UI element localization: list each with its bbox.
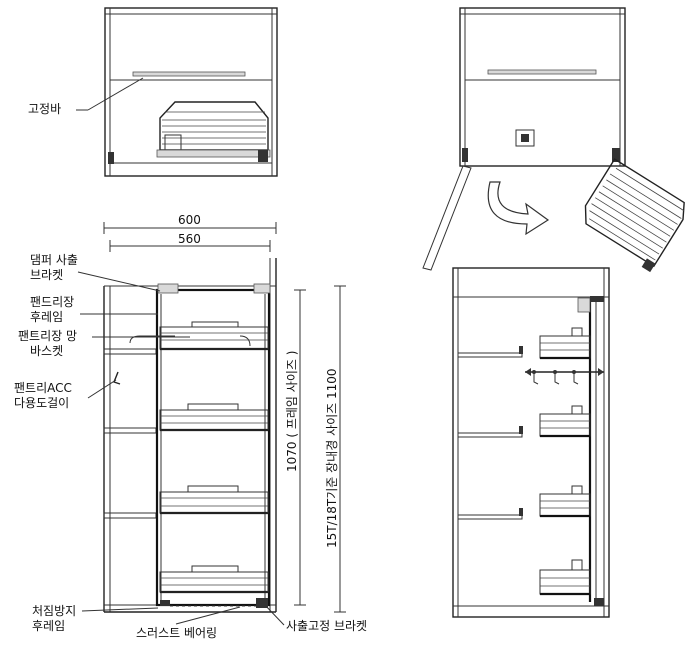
upper-basket bbox=[156, 101, 271, 162]
dim-width-outer: 600 bbox=[178, 213, 201, 227]
width-dimensions: 600 560 bbox=[103, 213, 277, 252]
acc-hook-rail bbox=[525, 368, 604, 385]
basket-2 bbox=[159, 403, 269, 432]
upper-cabinet-front-view bbox=[104, 7, 278, 177]
label-sag-frame-2: 후레임 bbox=[32, 619, 65, 633]
label-pantry-frame-2: 후레임 bbox=[30, 310, 63, 324]
basket-1 bbox=[129, 321, 269, 351]
label-pantry-basket-2: 바스켓 bbox=[30, 344, 63, 358]
label-damper-bracket-2: 브라켓 bbox=[30, 268, 63, 282]
label-acc-hook-1: 팬트리ACC bbox=[14, 381, 72, 395]
label-sag-frame-1: 처짐방지 bbox=[32, 604, 76, 618]
dim-frame-height: 1070 ( 프레임 사이즈 ) bbox=[285, 351, 299, 472]
label-acc-hook-2: 다용도걸이 bbox=[14, 396, 69, 410]
label-thrust-bearing: 스러스트 베어링 bbox=[136, 626, 217, 640]
upper-cabinet-open-view bbox=[422, 7, 685, 273]
pantry-side-view bbox=[452, 267, 610, 618]
side-basket-1 bbox=[539, 327, 591, 360]
label-pantry-basket-1: 팬트리장 망 bbox=[18, 329, 77, 343]
dim-width-inner: 560 bbox=[178, 232, 201, 246]
fixing-bar-right bbox=[487, 69, 597, 75]
pantry-front-view bbox=[103, 258, 277, 613]
side-basket-4 bbox=[539, 559, 591, 596]
acc-hook-icon bbox=[113, 371, 121, 385]
height-dimensions: 1070 ( 프레임 사이즈 ) 15T/18T기준 장내경 사이즈 1100 bbox=[285, 285, 346, 613]
basket-3 bbox=[159, 485, 269, 515]
fixing-bar bbox=[132, 71, 246, 77]
side-basket-2 bbox=[539, 405, 591, 438]
label-injection-bracket: 사출고정 브라켓 bbox=[286, 619, 367, 633]
pantry-frame bbox=[155, 288, 271, 607]
label-fixing-bar: 고정바 bbox=[28, 102, 61, 116]
basket-4 bbox=[159, 565, 269, 594]
label-pantry-frame-1: 팬드리장 bbox=[30, 295, 74, 309]
flipped-basket bbox=[584, 158, 685, 273]
motion-arrow-icon bbox=[487, 181, 550, 236]
dim-cabinet-height: 15T/18T기준 장내경 사이즈 1100 bbox=[325, 368, 339, 548]
label-damper-bracket-1: 댐퍼 사출 bbox=[30, 253, 78, 267]
side-basket-3 bbox=[539, 485, 591, 518]
